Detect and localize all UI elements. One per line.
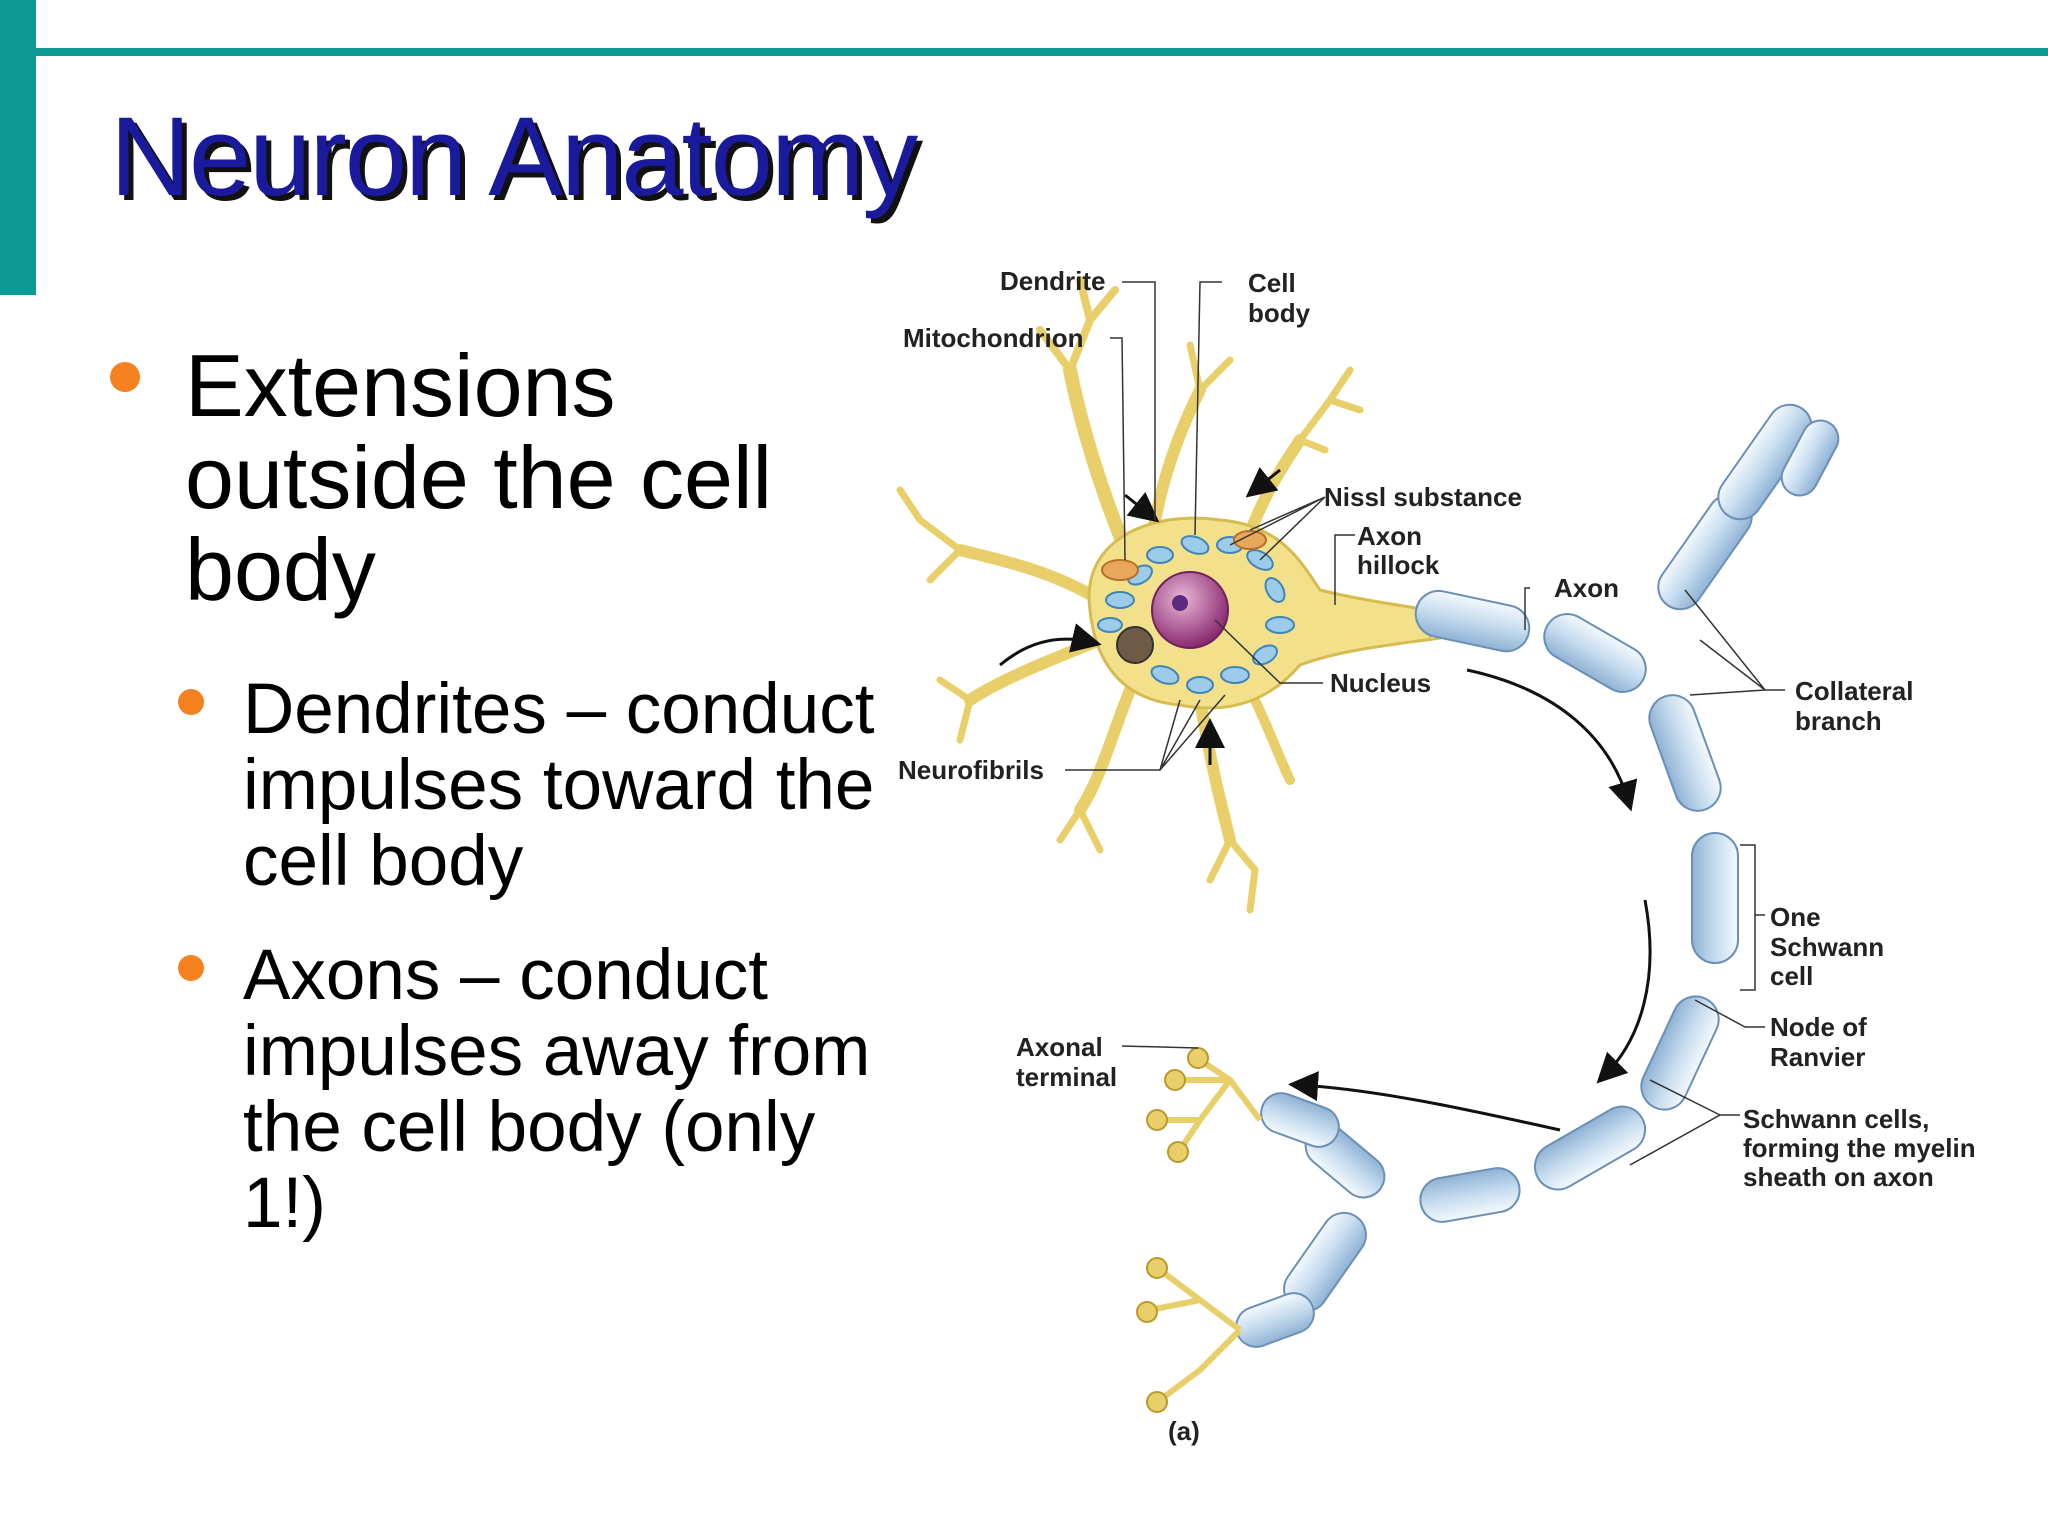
- label-node-ranvier-2: Ranvier: [1770, 1042, 1865, 1072]
- bullet-text: Extensions outside the cell body: [185, 336, 773, 619]
- slide-title: Neuron Anatomy: [110, 94, 918, 219]
- label-schwann-cells-3: sheath on axon: [1743, 1162, 1934, 1192]
- label-panel-a: (a): [1168, 1416, 1200, 1446]
- label-axon-hillock-1: Axon: [1357, 521, 1422, 551]
- label-schwann-cells-2: forming the myelin: [1743, 1133, 1976, 1163]
- label-schwann-cells-1: Schwann cells,: [1743, 1104, 1929, 1134]
- label-axonal-terminal-1: Axonal: [1016, 1032, 1103, 1062]
- subbullet-axons: Axons – conduct impulses away from the c…: [178, 938, 880, 1242]
- bullet-list: Extensions outside the cell body Dendrit…: [100, 340, 880, 1242]
- label-axonal-terminal-2: terminal: [1016, 1062, 1117, 1092]
- subbullet-text: Dendrites – conduct impulses toward the …: [243, 670, 875, 901]
- label-one-schwann-3: cell: [1770, 961, 1813, 991]
- axon-terminals: [1149, 1057, 1263, 1403]
- top-accent-line: [36, 48, 2048, 56]
- nucleus: [1151, 571, 1229, 649]
- leader-lines: [1065, 281, 1785, 1166]
- bullet-dot: [110, 362, 140, 392]
- label-axon: Axon: [1554, 573, 1619, 603]
- left-accent-bar: [0, 0, 36, 295]
- label-dendrite: Dendrite: [1000, 266, 1105, 296]
- bullet-dot: [178, 689, 204, 715]
- subbullet-dendrites: Dendrites – conduct impulses toward the …: [178, 672, 880, 900]
- label-axon-hillock-2: hillock: [1357, 550, 1440, 580]
- label-cell-body-1: Cell: [1248, 268, 1296, 298]
- label-neurofibrils: Neurofibrils: [898, 755, 1044, 785]
- myelin-sheath: [1235, 403, 1840, 1348]
- label-one-schwann-1: One: [1770, 902, 1821, 932]
- label-collateral-2: branch: [1795, 706, 1882, 736]
- label-nissl-substance: Nissl substance: [1324, 482, 1522, 512]
- diagram-labels: Dendrite Cell body Mitochondrion Nissl s…: [898, 266, 1976, 1446]
- label-nucleus: Nucleus: [1330, 668, 1431, 698]
- subbullet-text: Axons – conduct impulses away from the c…: [243, 936, 871, 1243]
- impulse-arrows: [999, 467, 1652, 1132]
- label-one-schwann-2: Schwann: [1770, 932, 1884, 962]
- cell-body: [1087, 516, 1442, 710]
- label-node-ranvier-1: Node of: [1770, 1012, 1867, 1042]
- bullet-extensions: Extensions outside the cell body: [100, 340, 880, 616]
- label-cell-body-2: body: [1248, 298, 1311, 328]
- label-collateral-1: Collateral: [1795, 676, 1914, 706]
- bullet-dot: [178, 955, 204, 981]
- label-mitochondrion: Mitochondrion: [903, 323, 1084, 353]
